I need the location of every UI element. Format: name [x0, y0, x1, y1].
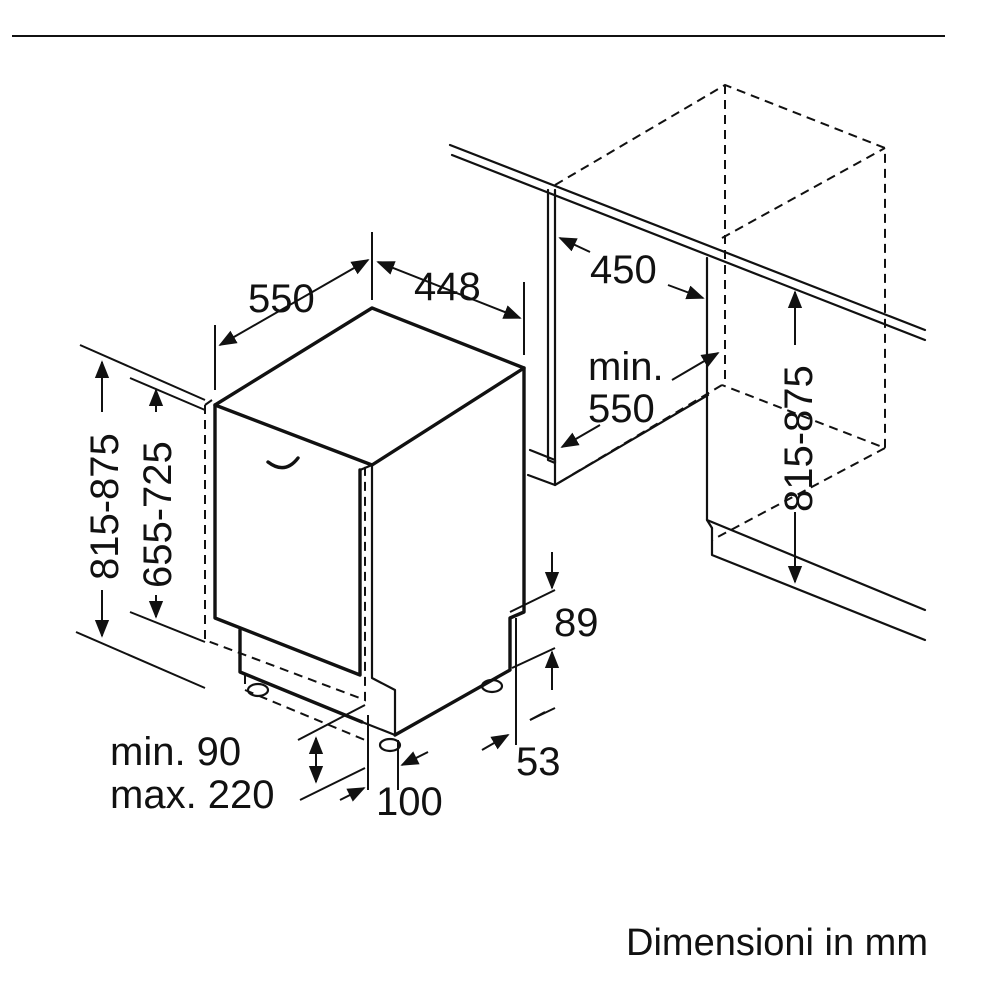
label-depth-448: 448: [414, 265, 481, 309]
label-plinth-89: 89: [554, 601, 599, 645]
label-niche-depth-450: 450: [590, 248, 657, 292]
label-plinth-max-220: max. 220: [110, 773, 275, 817]
label-width-550: 550: [248, 277, 315, 321]
label-height-655-725: 655-725: [136, 441, 180, 588]
label-min: min.: [588, 345, 664, 389]
dimension-lines: [75, 232, 803, 802]
label-foot-100: 100: [376, 780, 443, 824]
label-height-815-875: 815-875: [83, 433, 127, 580]
dishwasher-body: [204, 306, 526, 753]
niche-cabinet: [448, 83, 927, 642]
caption-units: Dimensioni in mm: [626, 922, 928, 964]
label-min-550: 550: [588, 387, 655, 431]
label-niche-height-815-875: 815-875: [777, 365, 821, 512]
label-plinth-53: 53: [516, 740, 561, 784]
label-plinth-min-90: min. 90: [110, 730, 241, 774]
